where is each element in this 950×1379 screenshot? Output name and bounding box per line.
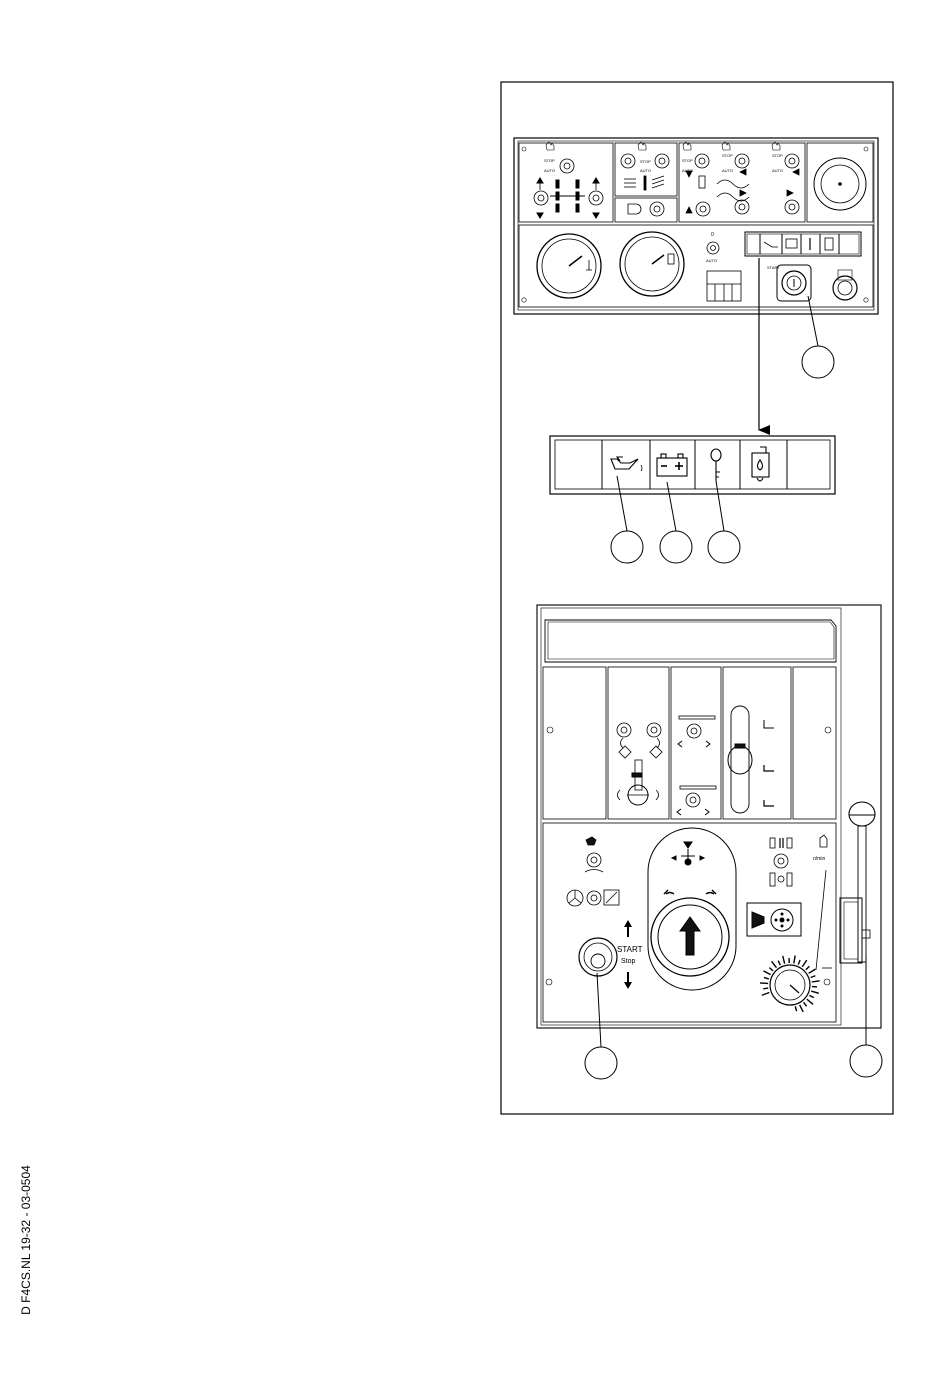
auto-label-6: AUTO (706, 258, 717, 263)
dial-tick (764, 971, 771, 975)
dial-tick (783, 956, 785, 964)
speed-switches (770, 838, 792, 886)
dial-tick (800, 1005, 804, 1012)
dial-tick (811, 991, 819, 993)
lamp-module (615, 198, 677, 222)
callout-line-start-button (597, 973, 601, 1047)
stop-arrow-down (624, 972, 632, 989)
auto-label-2: AUTO (640, 168, 651, 173)
callout-line-start-key (808, 296, 818, 346)
callout-lines-strip (617, 476, 724, 531)
callout-circle-top (802, 346, 834, 378)
oil-pressure-icon (611, 457, 642, 471)
dial-tick (794, 955, 795, 963)
power-socket (833, 270, 857, 300)
rotation-switches (677, 716, 716, 815)
stop-label-2: STOP (640, 159, 651, 164)
dial-tick (807, 999, 813, 1004)
dial-tick (795, 1006, 796, 1011)
start-label-big: START (617, 945, 643, 954)
rpm-indicator-line (816, 870, 826, 970)
side-throttle-lever (840, 802, 875, 1045)
auto-label-1: AUTO (544, 168, 555, 173)
fuse-block (707, 271, 741, 301)
top-panel: STOP AUTO STOP AUTO STOP AUTO STOP AUTO … (514, 138, 878, 314)
battery-icon (657, 454, 687, 476)
rpm-icon (820, 835, 827, 847)
dial-tick (798, 960, 800, 965)
lower-panel (537, 605, 881, 1028)
callout-circle-battery (660, 531, 692, 563)
horn-button (747, 903, 801, 936)
dial-tick (812, 981, 820, 982)
dial-tick (764, 978, 769, 979)
stop-label-1: STOP (544, 158, 555, 163)
callout-circle-lever (850, 1045, 882, 1077)
auto-label-5: AUTO (772, 168, 783, 173)
toggle-switches (534, 154, 799, 216)
outer-frame (501, 82, 893, 1114)
slot-lever (728, 706, 774, 813)
axis-symbols (537, 178, 599, 218)
figure-code-text: D F4CS.NL 19-32 - 03-0504 (19, 1165, 33, 1315)
dial-tick (809, 995, 813, 997)
rpm-label: n/min (813, 856, 825, 862)
auto-label-4: AUTO (722, 168, 733, 173)
callout-circle-key (708, 531, 740, 563)
dial-tick (763, 988, 768, 989)
start-stop-button (579, 938, 617, 976)
control-lever (618, 760, 659, 805)
stop-label-small: Stop (621, 958, 636, 965)
fuel-filter-icon (752, 447, 769, 481)
engine-speed-dial-ticks (760, 955, 820, 1012)
warning-lamp-strip (550, 436, 835, 494)
stop-label-4: STOP (722, 153, 733, 158)
figure-code: D F4CS.NL 19-32 - 03-0504 (14, 1140, 38, 1340)
dial-tick (778, 961, 780, 965)
key-icon (711, 449, 721, 481)
start-key-small (777, 265, 811, 301)
dial-tick (760, 983, 768, 984)
temperature-gauge (537, 234, 601, 298)
working-light-switch (585, 837, 603, 872)
preheat-switch (707, 242, 719, 254)
engine-speed-dial (770, 965, 810, 1005)
dial-tick (772, 961, 777, 967)
tilt-switches (617, 723, 662, 758)
dial-tick (804, 1002, 807, 1006)
warning-strip-small (745, 232, 861, 256)
selector-switch-row (567, 890, 619, 906)
callout-circle-start-button (585, 1047, 617, 1079)
dial-tick (802, 960, 806, 967)
dial-tick (762, 993, 770, 996)
callout-circle-oil (611, 531, 643, 563)
zero-label: 0 (711, 232, 714, 238)
lamp-icon (628, 204, 641, 214)
dial-tick (809, 969, 816, 973)
travel-joystick (648, 828, 736, 990)
stop-label-3: STOP (682, 158, 693, 163)
stop-label-5: STOP (772, 153, 783, 158)
dial-tick (806, 966, 810, 969)
start-arrow-up (624, 920, 632, 937)
dial-tick (769, 968, 773, 971)
dial-tick (811, 976, 816, 978)
fuel-gauge (620, 232, 684, 296)
